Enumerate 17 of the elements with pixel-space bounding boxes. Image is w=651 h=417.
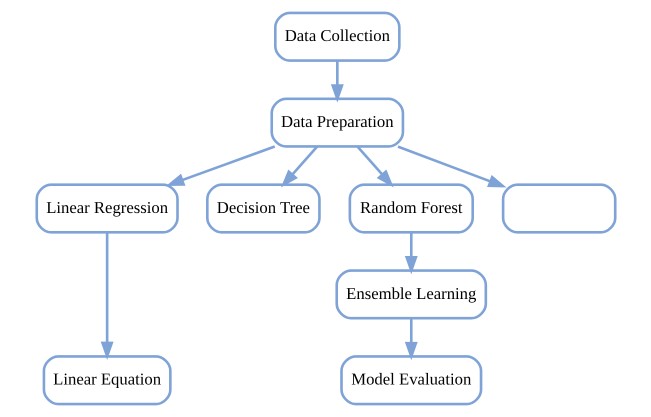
node-box: Linear Regression	[34, 183, 178, 234]
node-box: Linear Equation	[42, 355, 172, 406]
arrow	[330, 60, 344, 103]
node-box: Data Collection	[274, 12, 400, 62]
node-box	[501, 183, 616, 234]
arrow	[404, 318, 418, 360]
arrow	[356, 146, 394, 188]
node-box: Decision Tree	[206, 183, 320, 234]
node-box: Model Evaluation	[340, 355, 482, 406]
arrow	[397, 145, 506, 188]
arrow	[280, 146, 318, 188]
arrow	[100, 232, 114, 360]
arrow	[165, 145, 275, 186]
node-box: Data Preparation	[270, 97, 404, 148]
arrow	[404, 232, 418, 274]
node-box: Ensemble Learning	[334, 269, 487, 320]
node-box: Random Forest	[348, 183, 474, 234]
